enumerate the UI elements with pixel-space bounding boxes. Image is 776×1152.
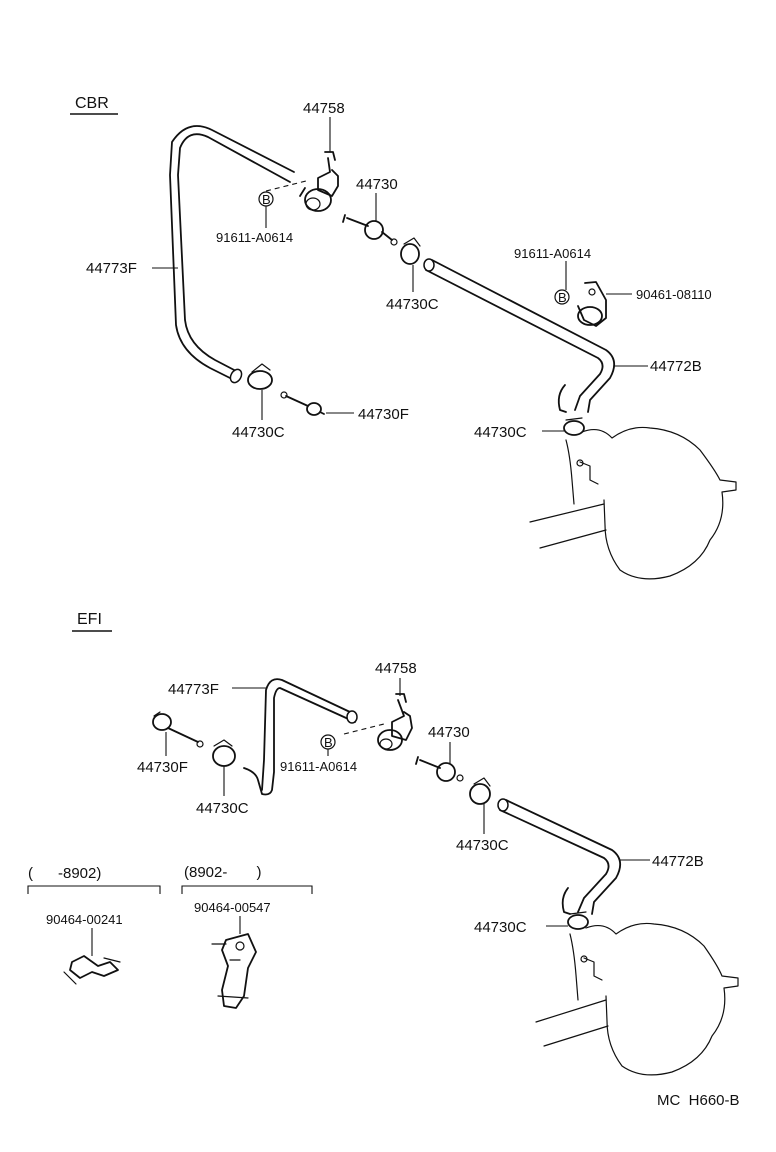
efi-variant-1-range: ( -8902) xyxy=(28,865,101,882)
efi-variant-2-range: (8902- ) xyxy=(184,864,262,881)
cbr-section: CBR B xyxy=(70,95,737,580)
cbr-union-44730f xyxy=(280,391,325,416)
cbr-fuel-tank xyxy=(529,426,737,580)
efi-section-title: EFI xyxy=(77,611,102,628)
efi-clamp-tank xyxy=(567,911,589,930)
cbr-bolt-marker: B xyxy=(258,191,274,207)
efi-section: EFI B xyxy=(27,611,739,1076)
cbr-valve-44730 xyxy=(342,214,398,246)
efi-label-44730c-left: 44730C xyxy=(196,800,249,817)
efi-hose-44772b xyxy=(497,798,622,915)
efi-valve-44730 xyxy=(415,756,464,782)
efi-clamp-mid xyxy=(469,777,491,805)
diagram-code: MC H660-B xyxy=(657,1092,740,1109)
cbr-label-91611-right: 91611-A0614 xyxy=(514,246,591,261)
efi-union-44730f xyxy=(152,711,204,748)
cbr-label-44730c-tank: 44730C xyxy=(474,424,527,441)
cbr-label-90461: 90461-08110 xyxy=(636,287,712,302)
efi-label-44773f: 44773F xyxy=(168,681,219,698)
cbr-bracket-44758 xyxy=(299,151,339,212)
cbr-hose-44773f xyxy=(169,125,295,384)
efi-label-91611: 91611-A0614 xyxy=(280,759,357,774)
cbr-bolt-marker-right: B xyxy=(554,289,570,305)
svg-text:B: B xyxy=(262,192,271,207)
cbr-label-44773f: 44773F xyxy=(86,260,137,277)
cbr-label-44758: 44758 xyxy=(303,100,345,117)
efi-label-44730c-mid: 44730C xyxy=(456,837,509,854)
svg-text:B: B xyxy=(558,290,567,305)
efi-label-44730c-tank: 44730C xyxy=(474,919,527,936)
efi-clamp-left xyxy=(212,739,236,767)
cbr-section-title: CBR xyxy=(75,95,109,112)
efi-label-44730f: 44730F xyxy=(137,759,188,776)
efi-fuel-tank xyxy=(535,922,739,1076)
efi-label-44730: 44730 xyxy=(428,724,470,741)
efi-variant-1-part: 90464-00241 xyxy=(46,912,123,927)
efi-label-44772b: 44772B xyxy=(652,853,704,870)
cbr-label-44730c-low: 44730C xyxy=(232,424,285,441)
efi-variant-2-part: 90464-00547 xyxy=(194,900,271,915)
efi-label-44758: 44758 xyxy=(375,660,417,677)
efi-variant-1: ( -8902) 90464-00241 xyxy=(27,865,161,985)
cbr-clamp-tank xyxy=(563,417,585,436)
cbr-clamp-low xyxy=(247,363,273,390)
efi-hose-44773f xyxy=(243,678,358,796)
cbr-hose-44772b xyxy=(423,258,616,413)
efi-variant-2: (8902- ) 90464-00547 xyxy=(181,864,313,1009)
efi-bracket-44758 xyxy=(377,693,413,751)
cbr-label-44730: 44730 xyxy=(356,176,398,193)
cbr-label-91611-left: 91611-A0614 xyxy=(216,230,293,245)
cbr-label-44730f: 44730F xyxy=(358,406,409,423)
efi-bolt-marker: B xyxy=(320,734,336,750)
cbr-label-44772b: 44772B xyxy=(650,358,702,375)
svg-text:B: B xyxy=(324,735,333,750)
cbr-clip-90461 xyxy=(577,281,607,327)
cbr-clamp-mid xyxy=(400,237,421,265)
cbr-label-44730c-mid: 44730C xyxy=(386,296,439,313)
